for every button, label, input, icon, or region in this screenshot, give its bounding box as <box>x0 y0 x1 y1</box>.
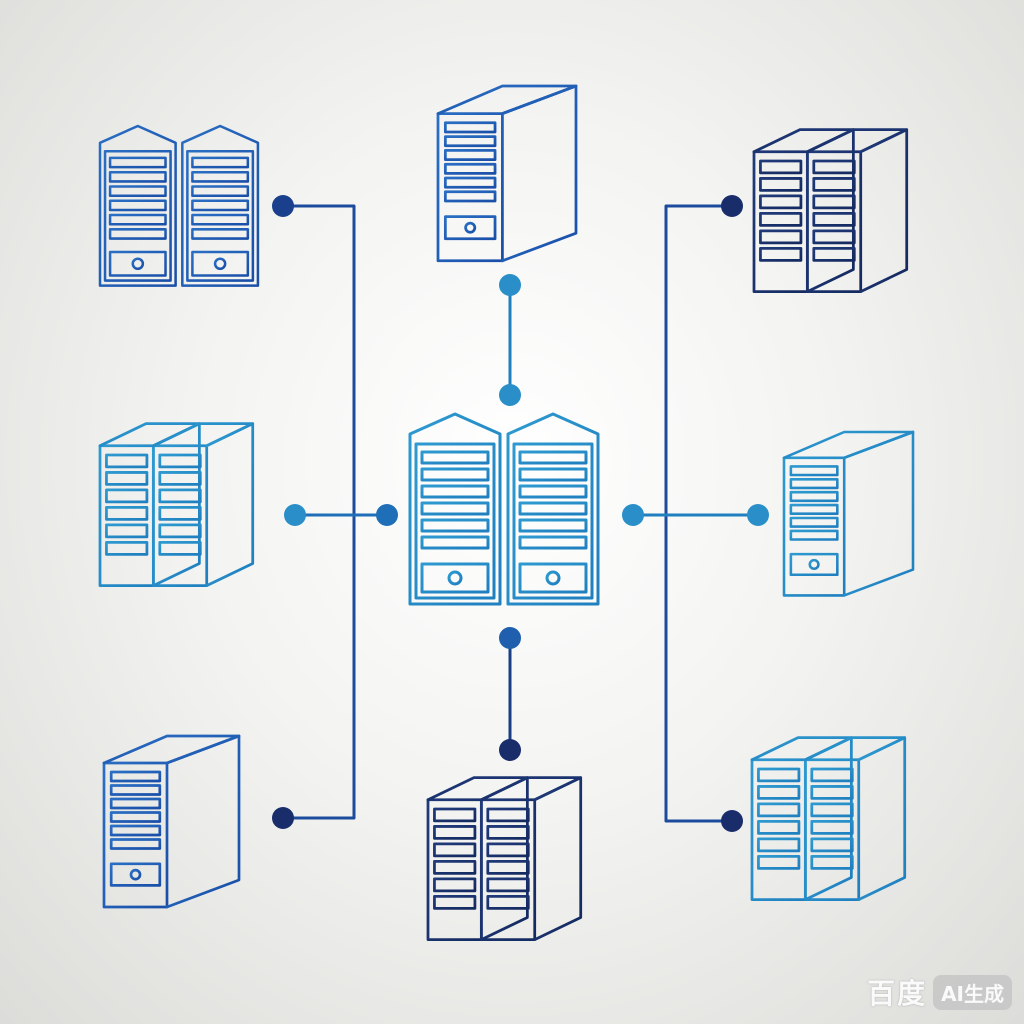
node-dot <box>721 195 743 217</box>
server-left-middle <box>98 422 255 587</box>
node-dot <box>499 739 521 761</box>
server-right-top <box>752 128 909 293</box>
cabinet <box>151 422 255 587</box>
watermark-brand: 百度 <box>867 977 928 1010</box>
node-dot <box>721 810 743 832</box>
node-dot <box>272 195 294 217</box>
cabinet <box>426 776 529 941</box>
server-center <box>408 412 600 606</box>
server-left-bottom <box>102 734 241 909</box>
cabinet <box>408 412 502 606</box>
server-right-middle <box>782 430 915 597</box>
node-dot <box>499 274 521 296</box>
cabinet <box>506 412 600 606</box>
server-top <box>436 84 578 263</box>
cabinet <box>436 84 578 263</box>
cabinet <box>803 736 907 901</box>
node-dot <box>376 504 398 526</box>
node-dot <box>499 627 521 649</box>
cabinet <box>805 128 909 293</box>
link-left-bus <box>281 204 356 820</box>
cabinet <box>98 124 177 287</box>
server-nodes <box>98 84 915 941</box>
node-dot <box>284 504 306 526</box>
connection-dots <box>272 195 769 832</box>
cabinet <box>479 776 583 941</box>
server-bottom <box>426 776 583 941</box>
cabinet <box>752 128 855 293</box>
cabinet <box>102 734 241 909</box>
cabinet <box>750 736 853 901</box>
cabinet <box>98 422 201 587</box>
node-dot <box>499 384 521 406</box>
cabinet <box>782 430 915 597</box>
watermark-badge: AI生成 <box>933 974 1012 1010</box>
server-right-bottom <box>750 736 907 901</box>
node-dot <box>272 807 294 829</box>
cabinet <box>181 124 260 287</box>
connection-lines <box>281 204 760 823</box>
node-dot <box>622 504 644 526</box>
server-left-top <box>98 124 260 287</box>
watermark: 百度 AI生成 <box>867 972 1012 1012</box>
node-dot <box>747 504 769 526</box>
